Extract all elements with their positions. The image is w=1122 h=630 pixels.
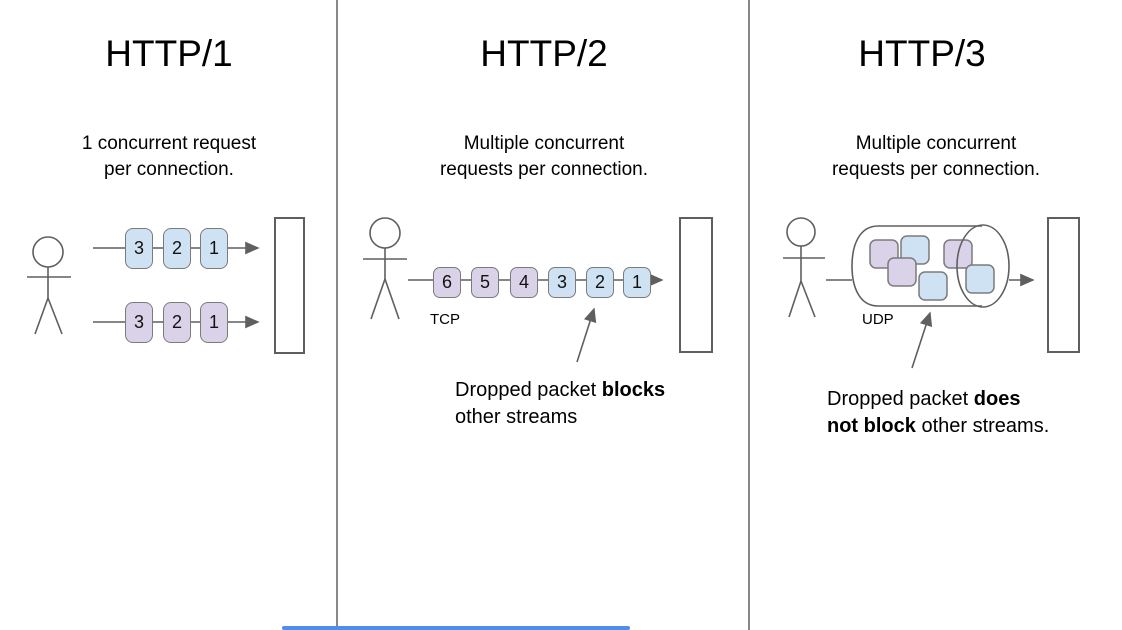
packet: 2 [163,228,191,269]
annotation-arrow [911,311,933,369]
packet: 2 [586,267,614,298]
packet [887,257,917,287]
panel-divider [336,0,338,630]
packet: 3 [548,267,576,298]
http2-client-icon [363,217,407,320]
packet: 2 [163,302,191,343]
figure-head [32,236,64,268]
note-text: Dropped packet [827,388,974,410]
tube-open-end [956,224,1010,308]
packet: 4 [510,267,538,298]
server-box [274,217,305,354]
http3-flow [826,217,1080,369]
packet: 3 [125,302,153,343]
annotation-arrow [576,307,597,363]
panel-divider [748,0,750,630]
horizontal-scrollbar-thumb[interactable] [282,626,630,630]
server-box [1047,217,1080,353]
packet [965,264,995,294]
figure-leg [800,280,816,318]
packet: 5 [471,267,499,298]
tcp-label: TCP [430,311,460,328]
figure-leg [384,278,400,320]
note-bold-text: not block [827,415,916,437]
packet: 6 [433,267,461,298]
http3-dropped-packet-note: Dropped packet does not block other stre… [827,386,1097,440]
figure-leg [370,278,386,320]
figure-head [786,217,816,247]
udp-tube [851,225,982,307]
packet: 1 [200,302,228,343]
http3-client-icon [783,217,825,318]
http1-subtitle: 1 concurrent request per connection. [81,133,257,180]
note-text: other streams [455,406,578,428]
note-text: Dropped packet [455,379,602,401]
figure-head [369,217,401,249]
figure-leg [34,297,49,335]
figure-leg [47,297,63,335]
note-bold-text: does [973,388,1021,410]
packet: 3 [125,228,153,269]
http1-title: HTTP/1 [105,33,233,74]
http1-flow [93,217,305,354]
packet: 1 [623,267,651,298]
http1-client-icon [27,236,71,335]
note-text: other streams. [915,415,1050,437]
http3-title: HTTP/3 [858,33,986,74]
http2-title: HTTP/2 [480,33,608,74]
server-box [679,217,713,353]
packet: 1 [200,228,228,269]
udp-label: UDP [862,311,894,328]
http2-subtitle: Multiple concurrent requests per connect… [439,133,649,180]
http3-subtitle: Multiple concurrent requests per connect… [831,133,1041,180]
figure-leg [788,280,802,318]
http2-dropped-packet-note: Dropped packet blocks other streams [455,377,715,431]
note-bold-text: blocks [601,379,666,401]
packet [918,271,948,301]
